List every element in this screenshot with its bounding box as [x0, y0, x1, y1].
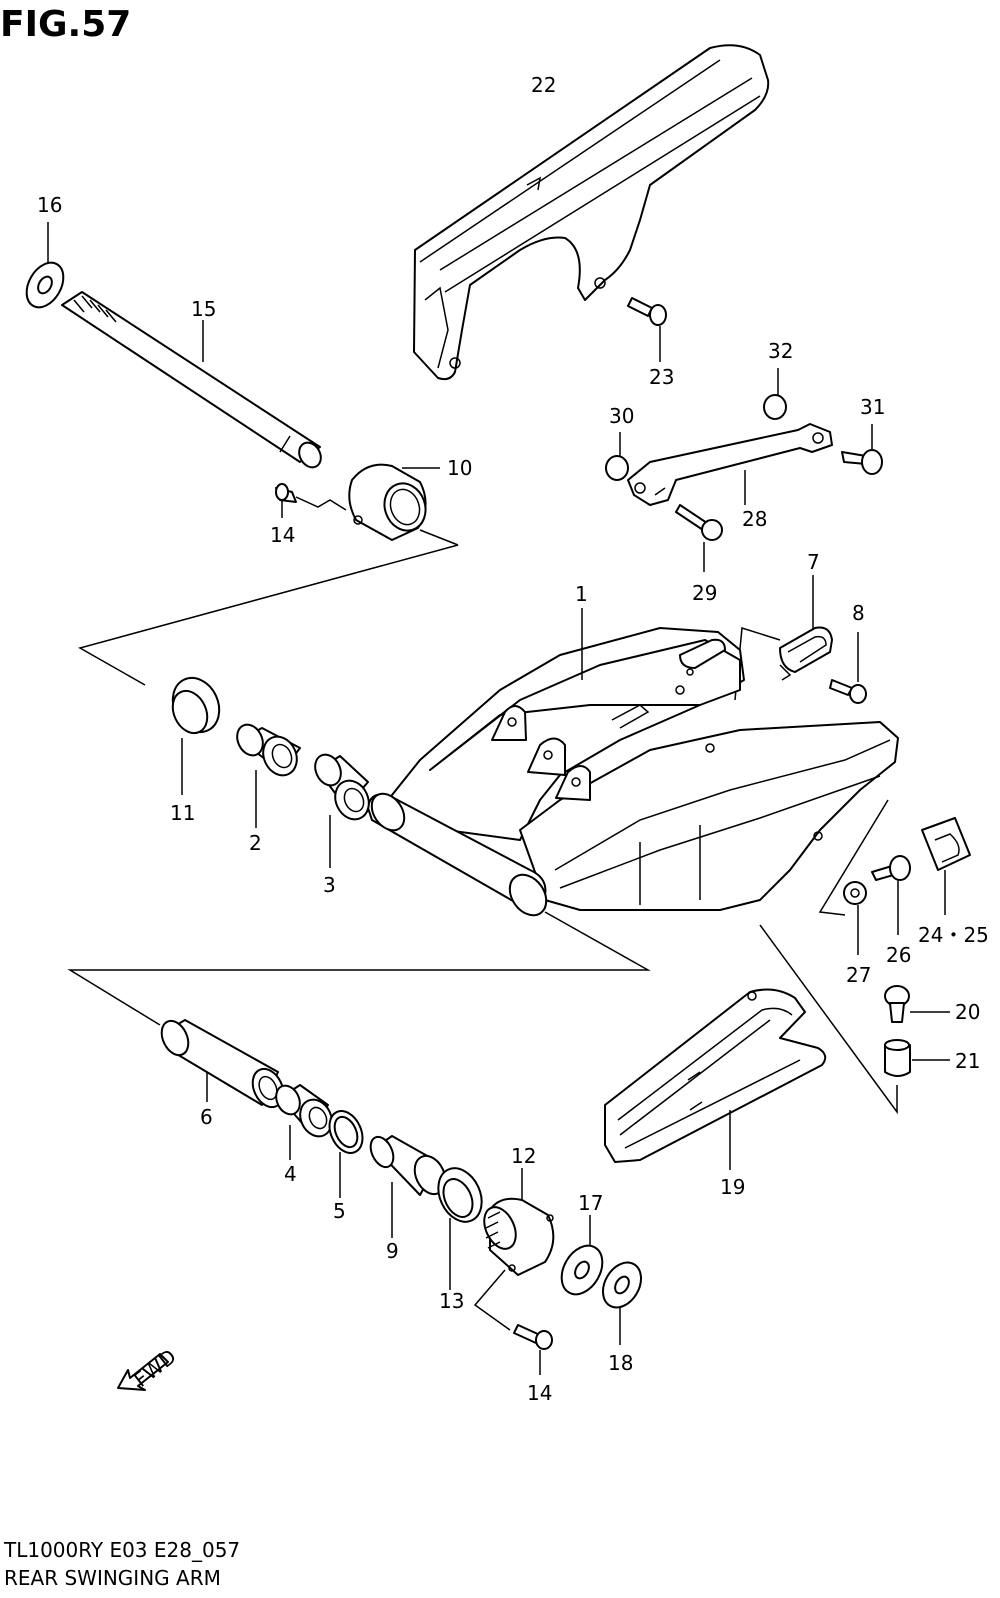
guide-line-right: [759, 799, 898, 1115]
callout-2: 2: [249, 831, 262, 855]
callout-16: 16: [37, 193, 62, 217]
callout-24-25: 24・25: [918, 923, 989, 947]
ring-part-5: [328, 1110, 364, 1198]
swing-arm-part-1: [367, 608, 899, 917]
callout-27: 27: [846, 963, 871, 987]
washer-part-16: [25, 222, 65, 309]
bolt-part-29: [675, 504, 723, 572]
figure-title: FIG.57: [0, 4, 132, 45]
callout-32: 32: [768, 339, 793, 363]
torque-link-part-28: [627, 423, 833, 506]
bolt-part-14-lower: [473, 1269, 553, 1375]
pivot-shaft-part-15: [61, 291, 322, 469]
bolt-part-20: [884, 985, 950, 1023]
washer-part-17: [560, 1215, 604, 1296]
callout-31: 31: [860, 395, 885, 419]
oil-seal-part-11: [171, 676, 221, 795]
chain-case-part-22: [413, 44, 770, 381]
chain-buffer-part-19: [604, 988, 827, 1170]
callout-11: 11: [170, 801, 195, 825]
callout-5: 5: [333, 1199, 346, 1223]
nut-part-30: [605, 432, 629, 481]
bolt-part-26: [871, 855, 911, 935]
callout-19: 19: [720, 1175, 745, 1199]
bolt-part-23: [627, 297, 667, 362]
callout-20: 20: [955, 1000, 980, 1024]
callout-12: 12: [511, 1144, 536, 1168]
callout-28: 28: [742, 507, 767, 531]
guide-line-lower: [67, 911, 651, 1026]
spacer-part-6: [160, 1019, 285, 1109]
guide-line-upper: [78, 529, 459, 686]
callout-29: 29: [692, 581, 717, 605]
callout-14-lower: 14: [527, 1381, 552, 1405]
callout-15: 15: [191, 297, 216, 321]
seal-part-13: [437, 1167, 483, 1290]
callout-8: 8: [852, 601, 865, 625]
callout-23: 23: [649, 365, 674, 389]
callout-4: 4: [284, 1162, 297, 1186]
callout-17: 17: [578, 1191, 603, 1215]
callout-13: 13: [439, 1289, 464, 1313]
bolt-part-31: [841, 424, 883, 475]
bearing-part-2: [236, 723, 301, 828]
collar-part-21: [884, 1039, 950, 1077]
pivot-adjuster-part-10: [348, 463, 440, 541]
callout-30: 30: [609, 404, 634, 428]
bolt-part-14-upper: [275, 483, 347, 518]
callout-14-upper: 14: [270, 523, 295, 547]
bolt-part-8: [829, 632, 867, 704]
rubber-pad-part-24-25: [921, 817, 971, 915]
bearing-part-4: [275, 1084, 333, 1160]
callout-21: 21: [955, 1049, 980, 1073]
adjuster-part-12: [483, 1168, 555, 1276]
callout-22: 22: [531, 73, 556, 97]
model-code: TL1000RY E03 E28_057: [4, 1538, 241, 1562]
nut-part-27: [843, 881, 867, 955]
callout-9: 9: [386, 1239, 399, 1263]
callout-3: 3: [323, 873, 336, 897]
plate-part-7: [779, 575, 833, 681]
callout-6: 6: [200, 1105, 213, 1129]
nut-part-32: [763, 368, 787, 420]
washer-part-18: [602, 1261, 642, 1345]
callout-26: 26: [886, 943, 911, 967]
figure-name: REAR SWINGING ARM: [4, 1566, 221, 1590]
callout-1: 1: [575, 582, 588, 606]
forward-arrow-icon: FWD: [117, 1344, 181, 1392]
bearing-part-3: [314, 753, 370, 868]
callout-10: 10: [447, 456, 472, 480]
callout-18: 18: [608, 1351, 633, 1375]
callout-7: 7: [807, 550, 820, 574]
